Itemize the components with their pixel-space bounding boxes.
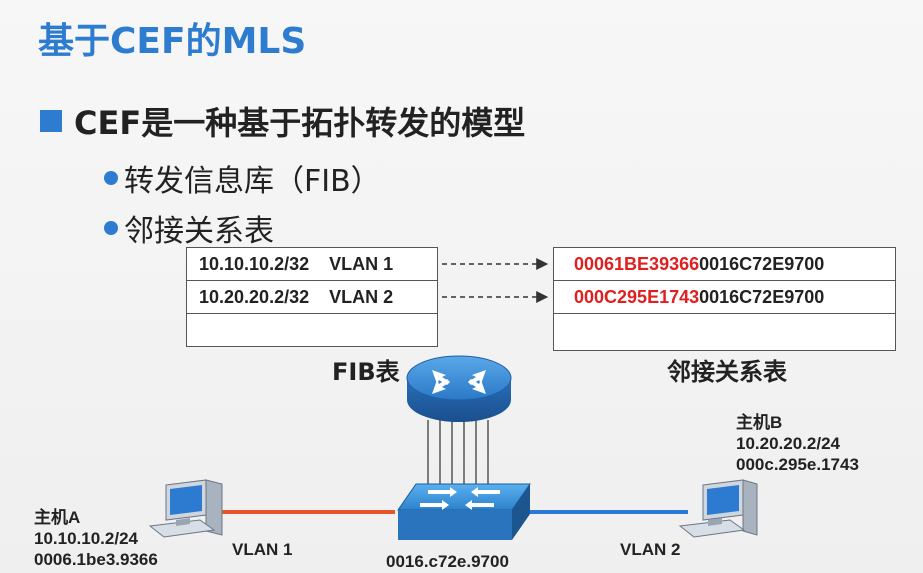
main-bullet: CEF是一种基于拓扑转发的模型 [40,98,525,144]
adjacency-src-mac: 0016C72E9700 [699,254,825,274]
fib-row-empty [187,314,437,347]
sub-bullet-adjacency: 邻接关系表 [104,206,274,250]
host-a-computer-icon [148,479,223,538]
router-icon [406,355,512,422]
switch-icon [397,483,531,540]
fib-row-vlan: VLAN 1 [329,254,394,274]
main-bullet-text: CEF是一种基于拓扑转发的模型 [74,104,526,142]
fib-row-vlan: VLAN 2 [329,287,394,307]
host-a-ip: 10.10.10.2/24 [34,529,138,548]
vlan1-link-label: VLAN 1 [232,540,293,559]
host-b-mac: 000c.295e.1743 [736,455,859,474]
fib-table: 10.10.10.2/32 VLAN 1 10.20.20.2/32 VLAN … [186,247,438,347]
adjacency-table: 00061BE393660016C72E9700 000C295E1743001… [553,247,896,351]
dot-bullet-icon [104,221,118,235]
adjacency-row: 00061BE393660016C72E9700 [554,248,895,281]
sub-bullet-adjacency-text: 邻接关系表 [124,214,274,249]
fib-row: 10.10.10.2/32 VLAN 1 [187,248,437,281]
adjacency-table-caption: 邻接关系表 [667,358,787,386]
fib-row: 10.20.20.2/32 VLAN 2 [187,281,437,314]
host-a-name: 主机A [34,508,81,527]
vlan2-link-label: VLAN 2 [620,540,681,559]
adjacency-row-empty [554,314,895,347]
sub-bullet-fib-text: 转发信息库（FIB） [124,164,381,199]
host-a-info: 主机A 10.10.10.2/24 0006.1be3.9366 [34,507,158,570]
adjacency-dest-mac: 00061BE39366 [574,254,700,274]
host-b-name: 主机B [736,413,783,432]
switch-mac-label: 0016.c72e.9700 [386,552,509,571]
fib-row-ip: 10.20.20.2/32 [199,287,310,307]
host-b-ip: 10.20.20.2/24 [736,434,840,453]
slide-title: 基于CEF的MLS [38,21,307,62]
sub-bullet-fib: 转发信息库（FIB） [104,156,381,200]
dot-bullet-icon [104,171,118,185]
adjacency-src-mac: 0016C72E9700 [699,287,825,307]
host-b-computer-icon [678,479,758,538]
adjacency-row: 000C295E17430016C72E9700 [554,281,895,314]
fib-table-caption: FIB表 [332,358,400,386]
adjacency-dest-mac: 000C295E1743 [574,287,700,307]
fib-row-ip: 10.10.10.2/32 [199,254,310,274]
square-bullet-icon [40,110,62,132]
host-a-mac: 0006.1be3.9366 [34,550,158,569]
router-switch-links [427,420,489,488]
host-b-info: 主机B 10.20.20.2/24 000c.295e.1743 [736,412,859,475]
